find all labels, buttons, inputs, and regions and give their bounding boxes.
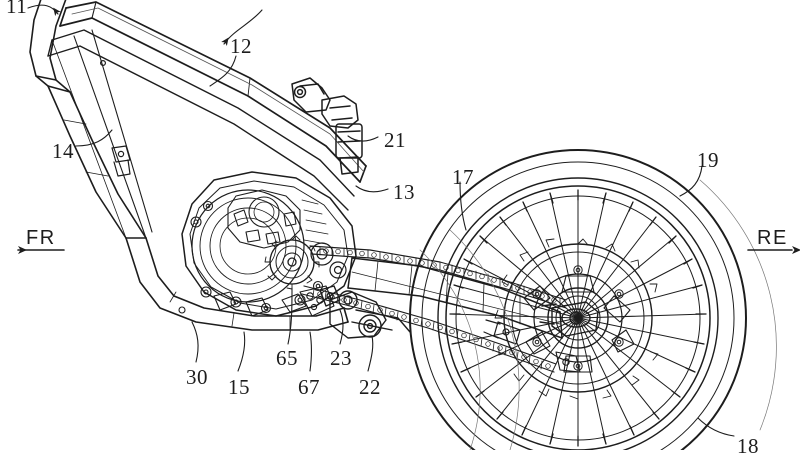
direction-label-front: FR bbox=[26, 227, 56, 249]
case-ribs bbox=[301, 199, 329, 245]
rear-brake-assembly bbox=[555, 351, 581, 373]
sprocket-lightening-holes bbox=[523, 275, 635, 373]
tire-inner-edge bbox=[421, 161, 735, 450]
pivot-linkage bbox=[319, 285, 411, 339]
tire-bead bbox=[437, 177, 719, 450]
reference-numeral-13: 13 bbox=[393, 180, 415, 204]
cylinder-head-detail bbox=[227, 189, 301, 249]
wheel-spokes bbox=[449, 189, 707, 447]
lower-rail-detail bbox=[169, 291, 291, 331]
engine-mount-bolts bbox=[190, 200, 324, 314]
lower-rail-hole bbox=[178, 306, 186, 314]
frame-down-tube bbox=[47, 85, 147, 239]
case-lower-brackets bbox=[213, 291, 307, 317]
reference-numeral-67: 67 bbox=[298, 375, 320, 399]
chain-upper-links bbox=[319, 246, 561, 307]
engine-cover-circles bbox=[191, 189, 305, 303]
frame-upper-tube-highlight bbox=[71, 7, 365, 173]
direction-label-rear: RE bbox=[757, 227, 788, 249]
reference-numeral-23: 23 bbox=[330, 346, 352, 370]
reference-numeral-11: 11 bbox=[6, 0, 28, 18]
swingarm-panel-lines bbox=[351, 260, 561, 325]
reference-numeral-12: 12 bbox=[230, 34, 252, 58]
reference-numeral-17: 17 bbox=[452, 165, 474, 189]
reference-numeral-22: 22 bbox=[359, 375, 381, 399]
lower-frame-rail bbox=[125, 237, 349, 331]
reference-numeral-18: 18 bbox=[737, 434, 759, 458]
reference-numeral-21: 21 bbox=[384, 128, 406, 152]
reference-numeral-30: 30 bbox=[186, 365, 208, 389]
frame-upper-tube bbox=[59, 1, 367, 183]
spoke-nipples bbox=[449, 189, 707, 447]
frame-secondary-rail bbox=[47, 29, 355, 211]
reference-numeral-15: 15 bbox=[228, 375, 250, 399]
reference-numeral-65: 65 bbox=[276, 346, 298, 370]
chain-lower-rollers bbox=[317, 291, 551, 369]
leader-lines bbox=[27, 4, 735, 437]
frame-gusset bbox=[51, 29, 153, 239]
construction-arcs bbox=[419, 179, 777, 450]
reference-numeral-14: 14 bbox=[52, 139, 74, 163]
tire bbox=[409, 149, 747, 450]
wheel-hub bbox=[539, 287, 609, 349]
reference-numeral-19: 19 bbox=[697, 148, 719, 172]
axle-adjuster bbox=[483, 319, 521, 345]
